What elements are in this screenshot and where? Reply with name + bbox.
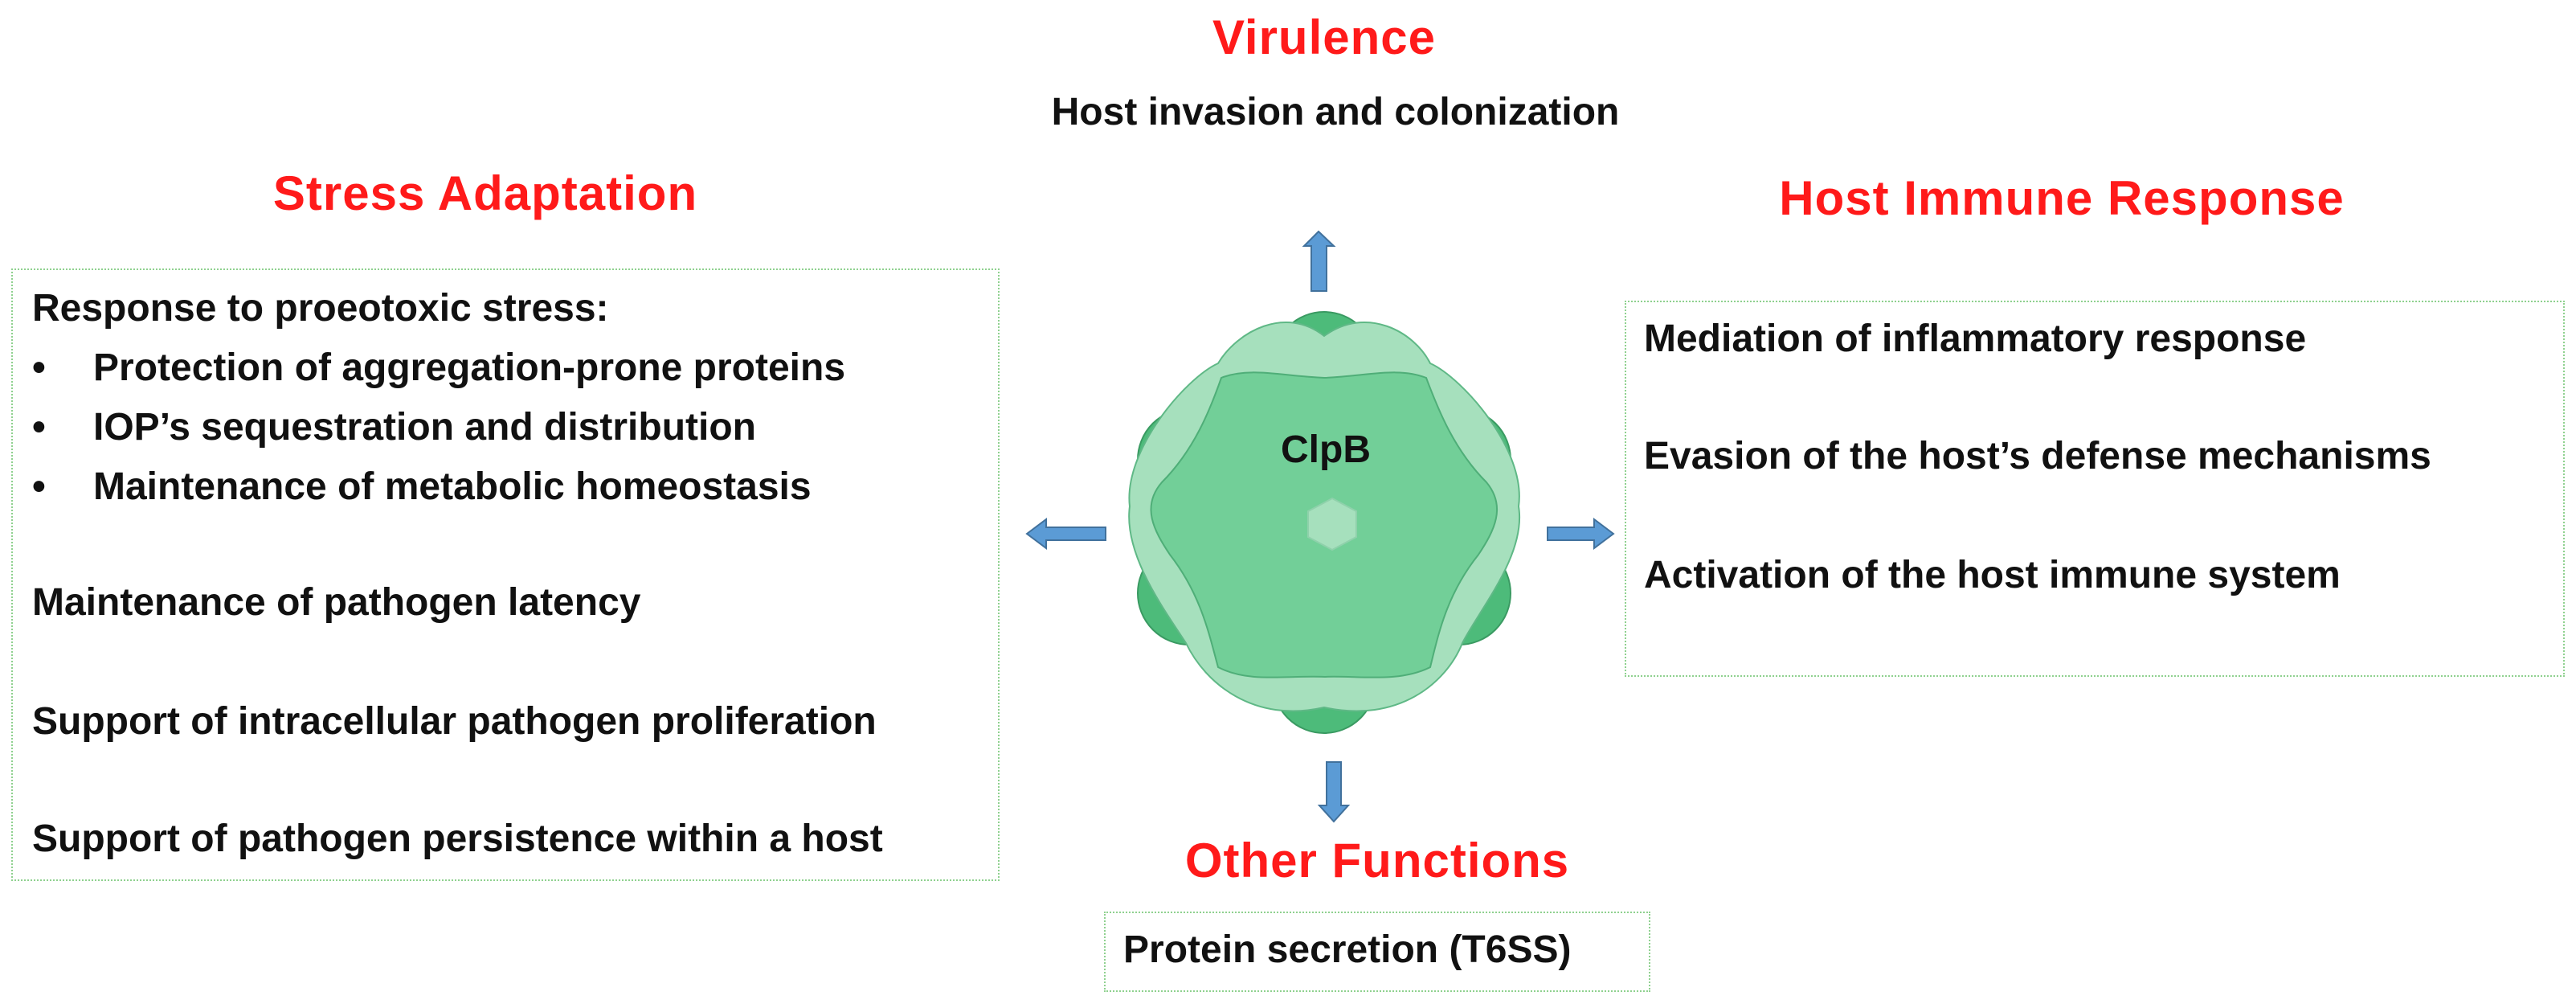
- stress-adaptation-title: Stress Adaptation: [272, 166, 698, 220]
- arrow-up-icon: [1302, 230, 1336, 292]
- stress-item: Support of pathogen persistence within a…: [32, 818, 883, 860]
- stress-bullet-item: Maintenance of metabolic homeostasis: [32, 465, 812, 509]
- arrow-down-icon: [1317, 761, 1351, 823]
- other-functions-title: Other Functions: [1184, 834, 1570, 887]
- virulence-subtitle: Host invasion and colonization: [1051, 91, 1620, 133]
- stress-item: Support of intracellular pathogen prolif…: [32, 700, 877, 743]
- stress-bullet-item: IOP’s sequestration and distribution: [32, 405, 756, 449]
- other-functions-item: Protein secretion (T6SS): [1123, 928, 1572, 971]
- clpb-label: ClpB: [1281, 428, 1371, 471]
- virulence-title: Virulence: [1212, 10, 1437, 64]
- other-functions-box: Protein secretion (T6SS): [1104, 912, 1650, 992]
- stress-item: Maintenance of pathogen latency: [32, 581, 641, 624]
- host-immune-response-title: Host Immune Response: [1779, 171, 2345, 225]
- host-immune-response-box: Mediation of inflammatory response Evasi…: [1625, 301, 2565, 677]
- clpb-protein-icon: [1128, 311, 1521, 734]
- immune-item: Mediation of inflammatory response: [1644, 318, 2307, 360]
- arrow-left-icon: [1025, 518, 1106, 550]
- stress-bullet-item: Protection of aggregation-prone proteins: [32, 346, 845, 390]
- stress-adaptation-box: Response to proeotoxic stress: Protectio…: [11, 268, 1000, 881]
- arrow-right-icon: [1547, 518, 1615, 550]
- stress-intro: Response to proeotoxic stress:: [32, 287, 609, 330]
- immune-item: Activation of the host immune system: [1644, 554, 2341, 596]
- immune-item: Evasion of the host’s defense mechanisms: [1644, 435, 2431, 477]
